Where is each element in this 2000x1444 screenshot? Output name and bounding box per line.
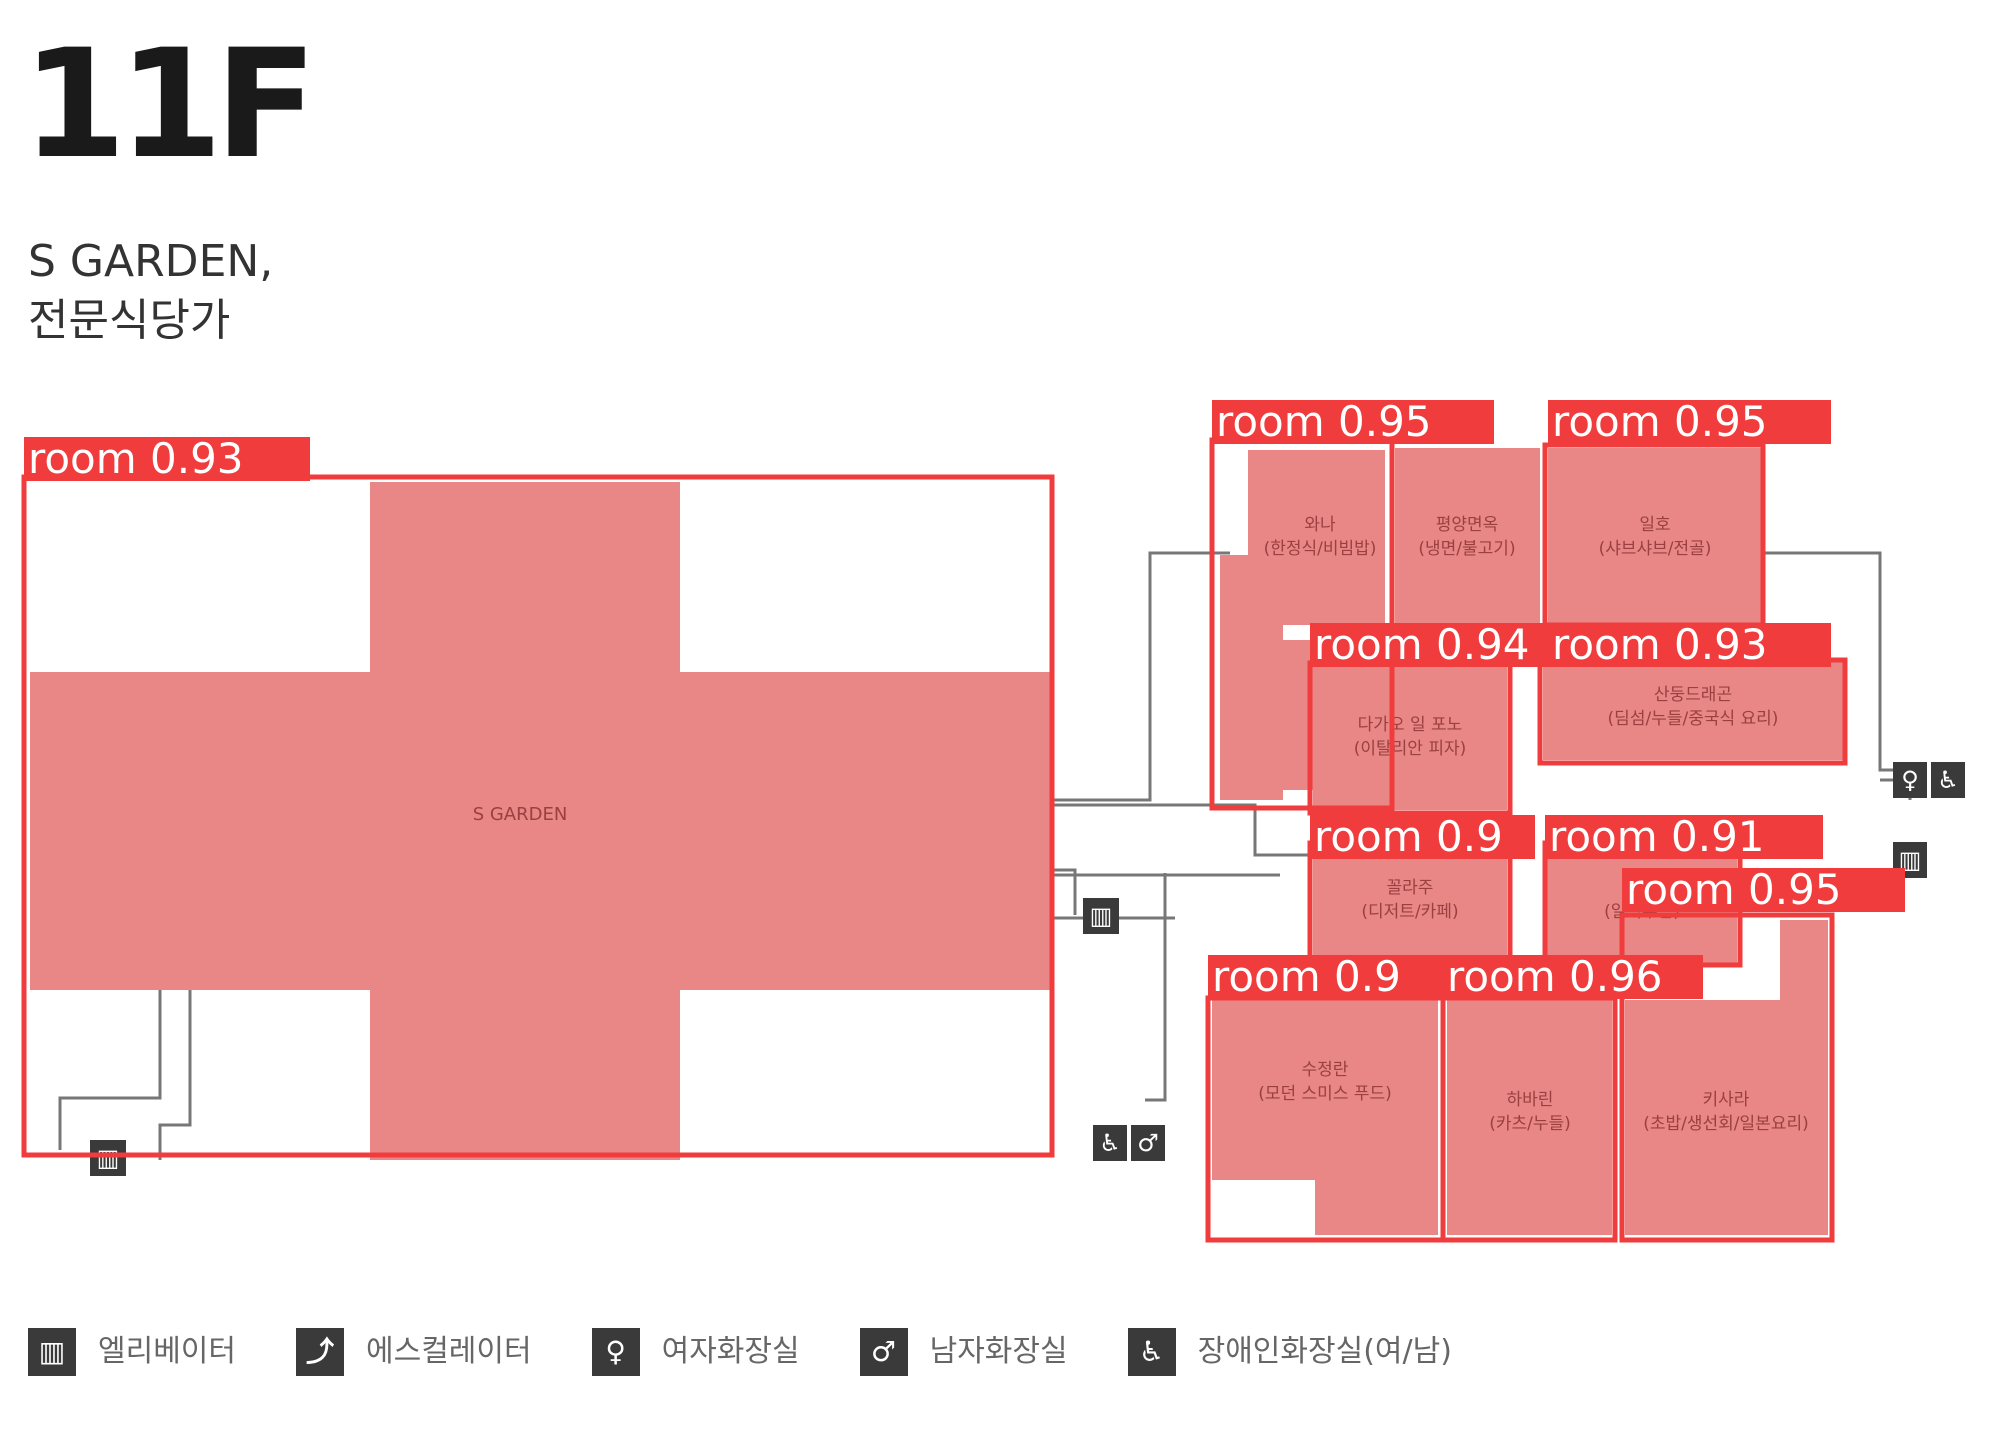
legend: ▥ 엘리베이터 ⤴ 에스컬레이터 ♀ 여자화장실 ♂ 남자화장실 ♿ 장애인화장실(여/남) (28, 1328, 1512, 1376)
room-fill-main (30, 482, 1050, 1160)
room-label-r10: 키사라 (초밥/생선회/일본요리) (1643, 1090, 1808, 1134)
accessible-restroom-icon: ♿ (1127, 1328, 1176, 1376)
room-fill-r6 (1313, 845, 1507, 963)
detection-label: room 0.9 (1212, 952, 1401, 1001)
detection-label: room 0.9 (1314, 812, 1503, 861)
floor-label: 11F (22, 18, 317, 192)
subtitle-line-2: 전문식당가 (28, 295, 231, 347)
subtitle-line-1: S GARDEN, (28, 236, 274, 287)
detection-tag (1548, 400, 1831, 444)
room-fills (30, 448, 1843, 1235)
legend-item: ♀ 여자화장실 (591, 1328, 800, 1376)
legend-label: 엘리베이터 (98, 1334, 236, 1369)
detection-label: room 0.95 (1626, 865, 1842, 914)
room-label-line: (한정식/비빔밥) (1264, 539, 1377, 559)
room-fill-r5 (1543, 660, 1843, 760)
detection-tag (1443, 955, 1703, 999)
room-label-r4: 일호 (샤브샤브/전골) (1599, 515, 1712, 559)
room-label-r1: 와나 (한정식/비빔밥) (1264, 515, 1377, 559)
legend-item: ♂ 남자화장실 (859, 1328, 1068, 1376)
room-fill-r8 (1212, 1000, 1438, 1235)
detection-label: room 0.94 (1314, 620, 1530, 669)
detection-box (21, 474, 1055, 1158)
svg-text:▥: ▥ (97, 1144, 120, 1172)
female-restroom-icon: ♀ (591, 1328, 640, 1376)
map-facility-icons: ▥ ▥ ♿ ♂ ♀ ♿ ▥ (90, 762, 1965, 1176)
female-restroom-icon: ♀ (1893, 762, 1927, 798)
detection-label: room 0.93 (1552, 620, 1768, 669)
legend-label: 남자화장실 (929, 1334, 1068, 1369)
room-label-line: 키사라 (1703, 1090, 1750, 1110)
room-fill-r10 (1625, 920, 1828, 1235)
legend-label: 에스컬레이터 (366, 1334, 532, 1369)
room-label-line: (초밥/생선회/일본요리) (1643, 1114, 1808, 1134)
svg-text:♀: ♀ (1901, 766, 1919, 794)
room-fill-r4 (1548, 448, 1761, 623)
floor-subtitle: S GARDEN, 전문식당가 (28, 232, 273, 351)
svg-text:▥: ▥ (1899, 846, 1922, 874)
escalator-icon: ⤴ (296, 1328, 344, 1376)
detection-tag (1212, 400, 1494, 444)
svg-text:♂: ♂ (1137, 1129, 1159, 1157)
detection-tag (1622, 868, 1905, 912)
room-fill-r2 (1395, 448, 1540, 623)
detection-tag (1208, 955, 1448, 999)
room-label-line: 하바린 (1507, 1090, 1554, 1110)
room-label-line: (딤섬/누들/중국식 요리) (1608, 709, 1779, 729)
accessible-restroom-icon: ♿ (1931, 762, 1965, 798)
detection-tag (1310, 623, 1568, 667)
room-label-line: S GARDEN (473, 804, 568, 825)
detection-label: room 0.96 (1447, 952, 1663, 1001)
room-label-line: (샤브샤브/전골) (1599, 539, 1712, 559)
room-label-line: 평양면옥 (1436, 515, 1499, 535)
detection-label: room 0.95 (1216, 397, 1432, 446)
room-label-line: (냉면/불고기) (1418, 539, 1515, 559)
detection-layer: room 0.93 room 0.95 room 0.95 room 0.94 room… (21, 397, 1905, 1243)
room-fill-r3 (1313, 665, 1507, 810)
room-fill-r9 (1447, 1000, 1612, 1235)
detection-label: room 0.95 (1552, 397, 1768, 446)
room-label-line: 다가오 일 포노 (1358, 715, 1463, 735)
elevator-icon: ▥ (28, 1328, 76, 1376)
room-label-s-garden: S GARDEN (473, 804, 568, 825)
svg-text:♿: ♿ (1937, 766, 1959, 794)
accessible-restroom-icon: ♿ (1093, 1125, 1127, 1161)
legend-label: 장애인화장실(여/남) (1197, 1334, 1452, 1369)
room-label-r8: 수정란 (모던 스미스 푸드) (1258, 1060, 1392, 1104)
detection-tag (1545, 815, 1823, 859)
room-label-line: 일호 (1639, 515, 1670, 535)
detection-tag (1548, 623, 1831, 667)
room-label-r2: 평양면옥 (냉면/불고기) (1418, 515, 1515, 559)
legend-label: 여자화장실 (661, 1334, 800, 1369)
room-label-line: 산둥드래곤 (1654, 685, 1732, 705)
legend-item: ▥ 엘리베이터 (28, 1328, 236, 1376)
room-label-line: 와나 (1304, 515, 1336, 535)
room-label-line: (디저트/카페) (1361, 902, 1458, 922)
svg-text:▥: ▥ (1090, 902, 1113, 930)
detection-tag (1310, 815, 1535, 859)
detection-tag (24, 437, 310, 481)
room-label-line: 꼴라주 (1387, 878, 1434, 898)
detection-label: room 0.93 (28, 434, 244, 483)
elevator-icon: ▥ (1083, 898, 1119, 934)
male-restroom-icon: ♂ (859, 1328, 908, 1376)
legend-item: ⤴ 에스컬레이터 (296, 1328, 532, 1376)
room-label-r9: 하바린 (카츠/누들) (1489, 1090, 1571, 1134)
male-restroom-icon: ♂ (1131, 1125, 1165, 1161)
room-label-r3: 다가오 일 포노 (이탈리안 피자) (1354, 715, 1467, 759)
room-label-line: (모던 스미스 푸드) (1258, 1084, 1392, 1104)
svg-text:♿: ♿ (1099, 1129, 1121, 1157)
detection-label: room 0.91 (1549, 812, 1765, 861)
room-label-r5: 산둥드래곤 (딤섬/누들/중국식 요리) (1608, 685, 1779, 729)
room-label-line: (이탈리안 피자) (1354, 739, 1467, 759)
room-label-line: (카츠/누들) (1489, 1114, 1571, 1134)
detection-box (1619, 912, 1835, 1243)
elevator-icon: ▥ (90, 1140, 126, 1176)
legend-item: ♿ 장애인화장실(여/남) (1127, 1328, 1452, 1376)
room-label-r6: 꼴라주 (디저트/카페) (1361, 878, 1458, 922)
room-label-line: 수정란 (1302, 1060, 1349, 1080)
